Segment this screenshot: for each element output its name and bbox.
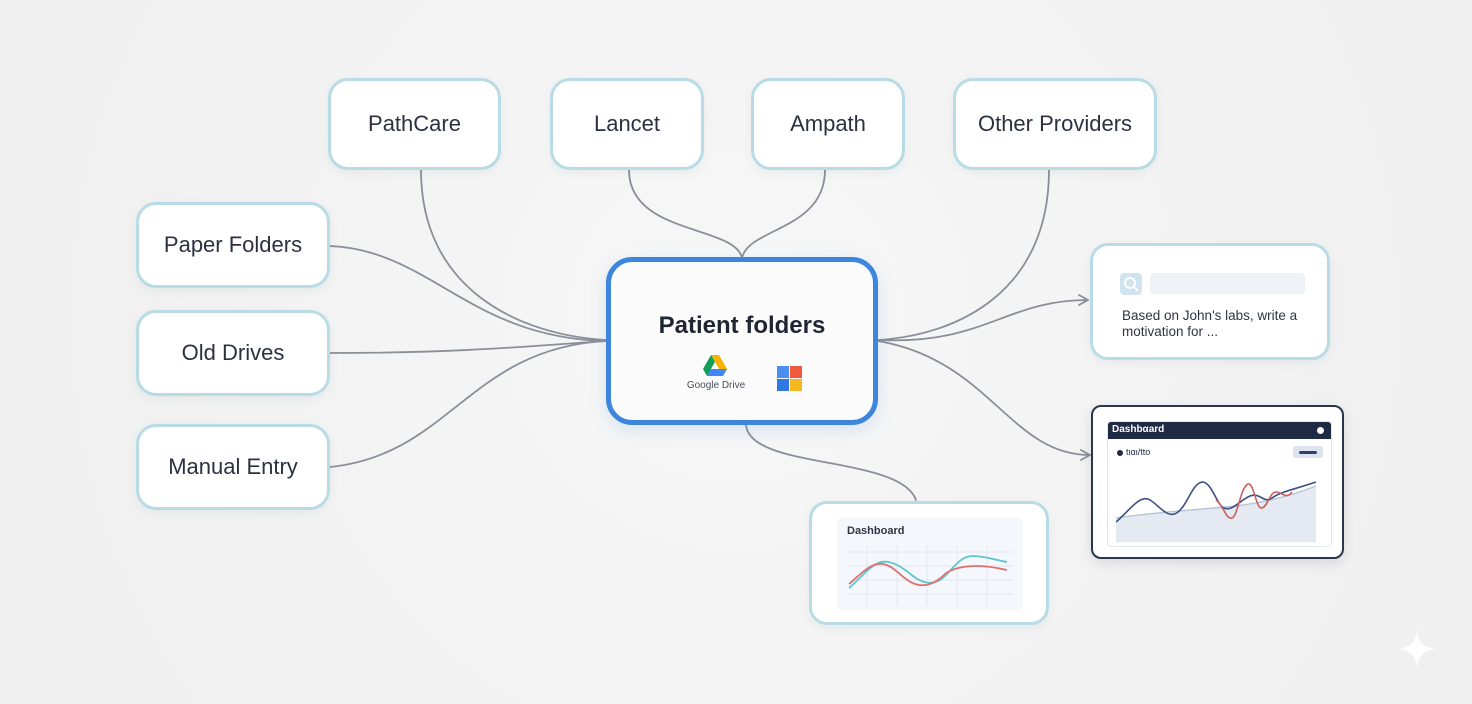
dashboard-light-window: Dashboard bbox=[837, 518, 1023, 610]
dashboard-light-chart bbox=[847, 546, 1013, 606]
center-node-patient-folders: Patient folders Google Drive bbox=[606, 257, 878, 425]
window-dot-icon bbox=[1317, 427, 1324, 434]
google-drive-label: Google Drive bbox=[686, 380, 746, 391]
connector-ampath bbox=[741, 169, 826, 259]
connector-other bbox=[877, 169, 1050, 341]
dashboard-dark-title: Dashbαard bbox=[1112, 424, 1165, 435]
dashboard-light-title: Dashboard bbox=[847, 525, 905, 537]
node-paper-folders: Paper Folders bbox=[136, 202, 330, 288]
node-label: Old Drives bbox=[181, 340, 285, 365]
connector-pathcare bbox=[420, 169, 607, 341]
connector-old-drives bbox=[329, 340, 607, 354]
chart-line-red bbox=[1215, 483, 1293, 519]
node-old-drives: Old Drives bbox=[136, 310, 330, 396]
ai-prompt-card: Based on John's labs, write a motivation… bbox=[1090, 243, 1330, 360]
chart-line-teal bbox=[848, 555, 1008, 589]
chart-line-red bbox=[848, 562, 1008, 587]
connector-lancet bbox=[628, 169, 743, 259]
dashboard-dark-window: Dashbαard tιαι/ttο bbox=[1107, 421, 1332, 547]
connector-paper bbox=[329, 245, 607, 342]
prompt-search-bar bbox=[1150, 273, 1305, 294]
node-pathcare: PathCare bbox=[328, 78, 501, 170]
node-label: Ampath bbox=[790, 111, 866, 136]
google-drive-icon bbox=[703, 355, 727, 376]
bullet-icon bbox=[1117, 450, 1123, 456]
sparkle-icon bbox=[1398, 630, 1436, 668]
node-ampath: Ampath bbox=[751, 78, 905, 170]
node-label: Lancet bbox=[593, 111, 661, 136]
chart-line-navy bbox=[1116, 481, 1317, 523]
dashboard-dark-card: Dashbαard tιαι/ttο bbox=[1091, 405, 1344, 559]
node-label: PathCare bbox=[368, 111, 461, 136]
connector-manual bbox=[329, 340, 607, 468]
connector-dashboard-light bbox=[745, 424, 917, 501]
connector-prompt bbox=[877, 294, 1089, 342]
dashboard-dark-toggle bbox=[1293, 446, 1323, 458]
dashboard-light-card: Dashboard bbox=[809, 501, 1049, 625]
connector-dashboard-dark bbox=[877, 340, 1091, 461]
prompt-text: Based on John's labs, write a motivation… bbox=[1122, 308, 1298, 339]
node-label: Other Providers bbox=[977, 111, 1133, 136]
node-label: Manual Entry bbox=[168, 454, 298, 479]
microsoft-icon bbox=[777, 366, 802, 391]
center-title: Patient folders bbox=[658, 312, 826, 339]
node-other-providers: Other Providers bbox=[953, 78, 1157, 170]
chart-area bbox=[1116, 486, 1316, 542]
node-label: Paper Folders bbox=[163, 232, 303, 257]
dashboard-dark-header: Dashbαard bbox=[1108, 422, 1331, 439]
node-manual-entry: Manual Entry bbox=[136, 424, 330, 510]
dashboard-dark-subtitle: tιαι/ttο bbox=[1126, 447, 1151, 457]
node-lancet: Lancet bbox=[550, 78, 704, 170]
google-drive-badge: Google Drive bbox=[681, 354, 751, 398]
search-icon bbox=[1120, 273, 1142, 295]
dashboard-dark-chart bbox=[1116, 481, 1317, 542]
